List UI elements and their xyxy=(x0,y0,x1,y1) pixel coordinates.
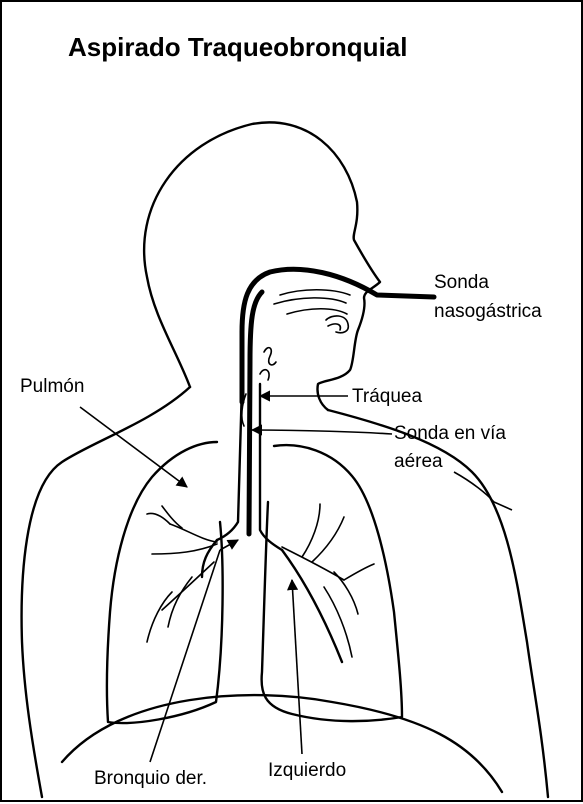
wavy-leader xyxy=(454,472,512,510)
nasal-cavity xyxy=(242,290,350,426)
label-bronquio-der: Bronquio der. xyxy=(94,768,207,789)
label-pulmon: Pulmón xyxy=(20,376,84,397)
arrow-izquierdo xyxy=(292,580,302,754)
label-izquierdo: Izquierdo xyxy=(268,760,346,781)
leader-bronquio-der xyxy=(150,550,220,762)
label-nasogastrica: nasogástrica xyxy=(434,301,542,322)
label-traquea: Tráquea xyxy=(352,386,422,407)
leader-lines xyxy=(80,396,512,762)
arrow-pulmon xyxy=(80,407,187,487)
lungs xyxy=(107,442,402,723)
label-sonda: Sonda xyxy=(434,272,489,293)
nasogastric-tube xyxy=(242,269,434,402)
label-aerea: aérea xyxy=(394,451,443,472)
arrow-sonda-via-aerea xyxy=(252,430,392,434)
label-sonda-en-via: Sonda en vía xyxy=(394,423,506,444)
